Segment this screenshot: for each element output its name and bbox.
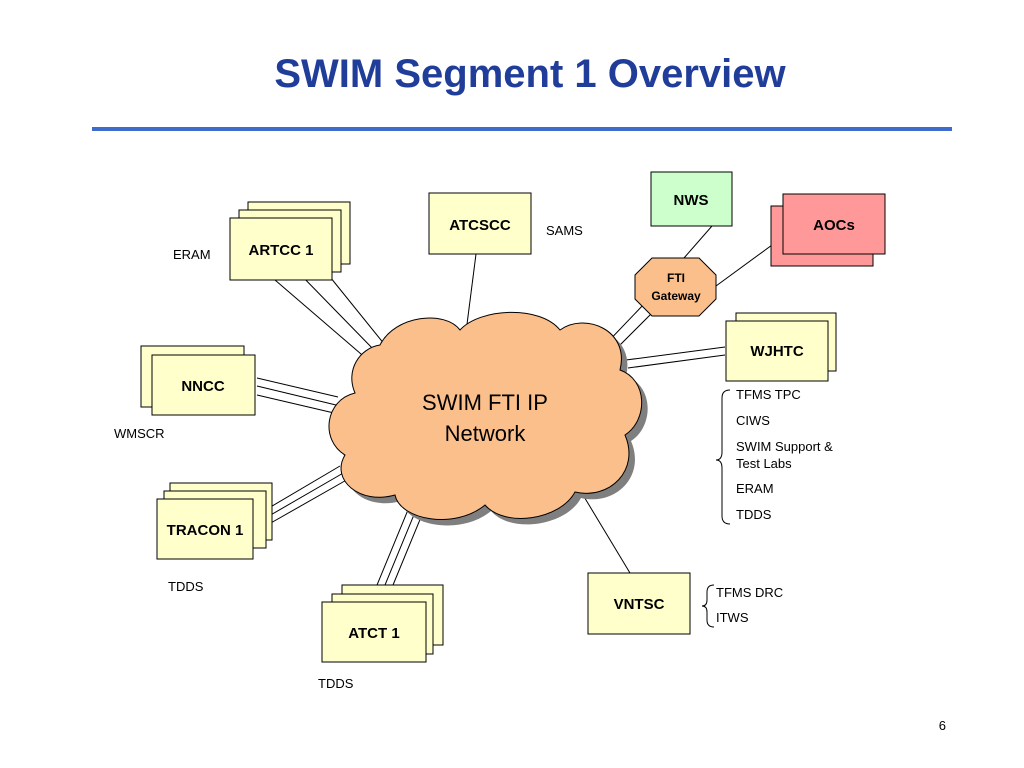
aocs-node: AOCs (770, 193, 886, 267)
link-nncc-3 (256, 394, 335, 414)
artcc-node: ARTCC 1 (229, 201, 351, 281)
atcscc-node: ATCSCC (428, 192, 532, 255)
nws-label: NWS (674, 192, 709, 209)
nncc-node: NNCC (140, 345, 256, 416)
link-wjhtc-2 (627, 354, 726, 369)
wjhtc-list: TFMS TPC CIWS SWIM Support & Test Labs E… (736, 387, 833, 522)
tracon-tdds-label: TDDS (168, 579, 204, 594)
link-wjhtc-1 (625, 346, 726, 361)
eram-label: ERAM (173, 247, 211, 262)
link-artcc-2 (297, 271, 377, 353)
wjhtc-item: ERAM (736, 481, 774, 496)
vntsc-bracket (701, 584, 715, 628)
link-tracon-2 (261, 471, 346, 521)
link-nws-gateway (683, 225, 713, 259)
wjhtc-item: Test Labs (736, 456, 792, 471)
cloud-label-line2: Network (445, 421, 527, 446)
atcscc-label: ATCSCC (449, 217, 511, 234)
page-number: 6 (938, 718, 946, 733)
link-nncc-1 (256, 377, 339, 398)
wjhtc-node: WJHTC (725, 312, 837, 382)
link-atcscc (465, 253, 477, 333)
nws-node: NWS (650, 171, 733, 227)
slide-title: SWIM Segment 1 Overview (274, 52, 786, 96)
tracon-node: TRACON 1 (156, 482, 273, 560)
cloud-label-line1: SWIM FTI IP (422, 390, 548, 415)
vntsc-label: VNTSC (614, 596, 665, 613)
link-aocs-gateway (715, 244, 773, 287)
artcc-label: ARTCC 1 (248, 242, 313, 259)
link-vntsc (582, 494, 631, 574)
vntsc-item: TFMS DRC (716, 585, 783, 600)
atct-label: ATCT 1 (348, 625, 399, 642)
link-tracon-3 (261, 477, 351, 529)
wmscr-label: WMSCR (114, 426, 165, 441)
link-artcc-1 (274, 279, 369, 361)
vntsc-node: VNTSC (587, 572, 691, 635)
title-rule (92, 127, 952, 131)
atct-node: ATCT 1 (321, 584, 444, 663)
sams-label: SAMS (546, 223, 583, 238)
link-nncc-2 (256, 385, 337, 406)
swim-fti-cloud: SWIM FTI IP Network (328, 311, 648, 526)
wjhtc-bracket (715, 389, 731, 525)
link-tracon-1 (261, 465, 341, 513)
vntsc-list: TFMS DRC ITWS (716, 585, 783, 625)
wjhtc-item: CIWS (736, 413, 770, 428)
aocs-label: AOCs (813, 217, 855, 234)
gateway-label-line1: FTI (667, 271, 685, 285)
fti-gateway-node: FTI Gateway (634, 257, 717, 317)
wjhtc-label: WJHTC (750, 343, 803, 360)
nncc-label: NNCC (181, 378, 224, 395)
wjhtc-item: TDDS (736, 507, 772, 522)
gateway-label-line2: Gateway (651, 289, 701, 303)
atct-tdds-label: TDDS (318, 676, 354, 691)
wjhtc-item: SWIM Support & (736, 439, 833, 454)
tracon-label: TRACON 1 (167, 522, 244, 539)
wjhtc-item: TFMS TPC (736, 387, 801, 402)
cloud-body (328, 311, 643, 520)
vntsc-item: ITWS (716, 610, 749, 625)
